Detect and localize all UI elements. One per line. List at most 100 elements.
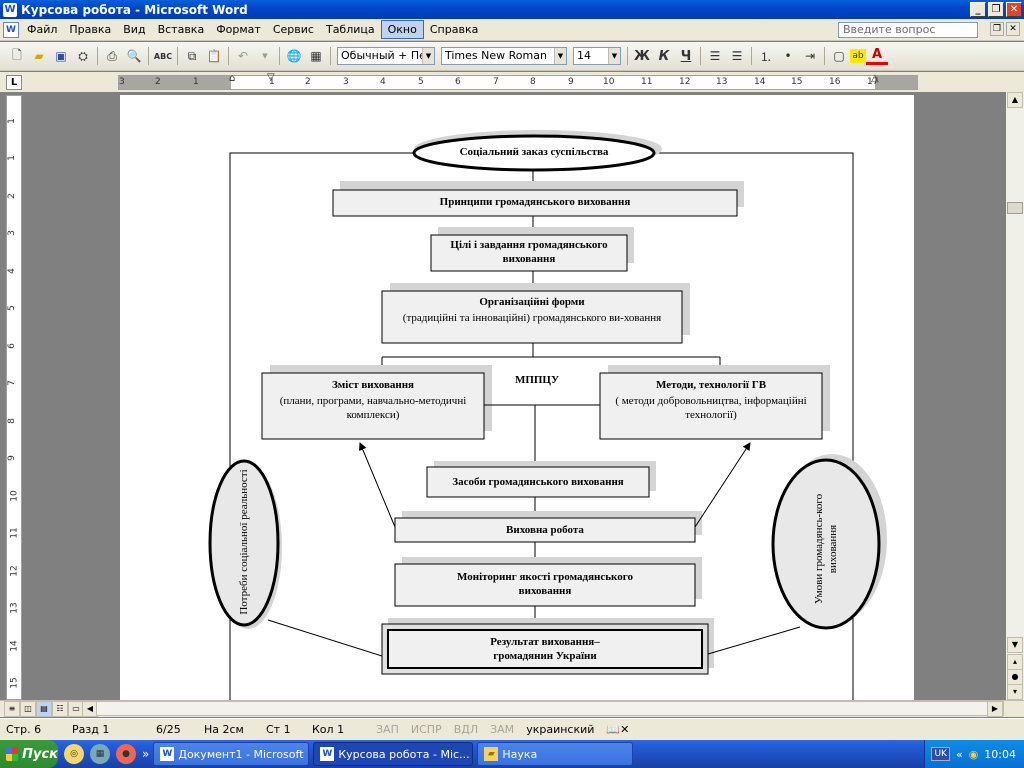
content-box[interactable] [261,372,485,440]
font-select[interactable]: Times New Roman▼ [441,47,567,65]
hyperlink-icon[interactable]: 🌐 [286,49,302,63]
outline-view-icon[interactable]: ☷ [52,701,68,717]
permission-icon[interactable]: ⛭ [78,48,88,63]
quicklaunch-icon[interactable]: ◎ [64,744,84,764]
start-button[interactable]: Пуск [0,740,58,768]
menu-view[interactable]: Вид [123,23,146,36]
educational-work-box[interactable] [394,517,696,543]
toolbar-separator [700,47,701,65]
menu-help[interactable]: Справка [429,23,479,36]
menu-edit[interactable]: Правка [69,23,112,36]
social-order-ellipse[interactable] [412,134,656,172]
document-icon[interactable]: W [3,21,19,38]
next-page-icon[interactable]: ▾ [1007,684,1023,700]
horizontal-ruler[interactable]: 3 2 1 1 2 3 4 5 6 7 8 9 10 11 12 13 14 1… [118,72,918,90]
status-section: Разд 1 [72,723,110,736]
menu-insert[interactable]: Вставка [157,23,205,36]
style-select[interactable]: Обычный + Пер▼ [337,47,435,65]
scroll-right-icon[interactable]: ▶ [987,701,1003,717]
word-app-icon[interactable]: W [3,2,17,17]
right-indent-icon[interactable]: △ [871,73,879,84]
normal-view-icon[interactable]: ≡ [4,701,20,717]
vertical-ruler[interactable]: 1 1 2 3 4 5 6 7 8 9 10 11 12 13 14 15 [6,95,22,700]
media-icon[interactable]: ● [116,744,136,764]
goals-box[interactable] [430,234,628,272]
underline-button[interactable]: Ч [680,48,692,64]
prev-page-icon[interactable]: ▴ [1007,654,1023,670]
restore-button[interactable]: ❐ [988,2,1004,17]
bullets-icon[interactable]: • [784,49,792,63]
toolbar-separator [279,47,280,65]
print-preview-icon[interactable]: 🔍 [126,49,142,63]
horizontal-scrollbar[interactable]: ▶ [96,701,1004,717]
undo-dropdown-icon[interactable]: ▼ [262,52,268,60]
principles-box[interactable] [332,189,738,217]
ask-question-input[interactable]: Введите вопрос [838,22,978,38]
needs-ellipse[interactable] [208,459,280,627]
status-trk[interactable]: ИСПР [410,723,442,736]
select-browse-object-icon[interactable]: ● [1007,669,1023,685]
toolbar-separator [177,47,178,65]
means-box[interactable] [426,466,650,498]
means-label: Засоби громадянського виховання [452,476,624,488]
close-button[interactable]: ✕ [1006,2,1022,17]
bold-button[interactable]: Ж [634,48,650,64]
taskbar-window-nauka[interactable]: ▰Наука [477,742,634,766]
numbering-icon[interactable]: ⒈ [759,49,772,64]
monitoring-box[interactable] [394,563,696,607]
status-rec[interactable]: ЗАП [376,723,399,736]
open-folder-icon[interactable]: ▰ [34,49,44,63]
document-page[interactable]: Соціальний заказ суспільства Принципи гр… [120,95,914,700]
scrollbar-thumb[interactable] [1007,202,1023,214]
new-document-icon[interactable]: 🗋 [12,47,22,62]
scroll-down-icon[interactable]: ▼ [1007,637,1023,653]
status-lang[interactable]: украинский [526,723,595,736]
indent-icon[interactable]: ⇥ [804,49,816,63]
italic-button[interactable]: К [658,48,670,64]
doc-restore-button[interactable]: ❐ [990,22,1004,36]
menu-table[interactable]: Таблица [325,23,375,36]
more-chevron-icon[interactable]: » [142,747,150,761]
conditions-ellipse[interactable] [771,458,881,630]
status-ovr[interactable]: ЗАМ [490,723,515,736]
scroll-up-icon[interactable]: ▲ [1007,92,1023,108]
word-icon: W [160,747,175,761]
save-icon[interactable]: ▣ [55,49,67,63]
borders-icon[interactable]: ▢ [833,49,845,63]
font-color-button[interactable]: A [866,47,888,65]
language-indicator[interactable]: UK [931,747,950,761]
menu-format[interactable]: Формат [216,23,261,36]
status-ext[interactable]: ВДЛ [453,723,479,736]
spelling-icon[interactable]: ABC [153,51,173,61]
paste-icon[interactable]: 📋 [206,49,222,63]
chevron-down-icon: ▼ [422,48,434,64]
title-bar: W Курсова робота - Microsoft Word _ ❐ ✕ [0,0,1024,19]
highlight-icon[interactable]: ab [850,49,866,63]
web-view-icon[interactable]: ◫ [20,701,36,717]
tray-app-icon[interactable]: ◉ [968,747,979,761]
vertical-scrollbar[interactable]: ▲ ▼ ▴ ● ▾ [1006,92,1024,700]
print-view-icon[interactable]: ▤ [36,701,52,717]
table-icon[interactable]: ▦ [310,49,322,63]
desktop-icon[interactable]: ▦ [90,744,110,764]
menu-window[interactable]: Окно [380,20,424,39]
org-forms-box[interactable] [381,290,683,344]
align-center-icon[interactable]: ☰ [731,49,743,63]
menu-file[interactable]: Файл [27,23,58,36]
font-size-select[interactable]: 14▼ [573,47,621,65]
tray-expand-icon[interactable]: « [955,747,963,761]
indent-marker-icon[interactable]: ⌂ [229,73,236,84]
spelling-status-icon[interactable]: 📖✕ [606,723,630,736]
tab-selector[interactable]: L [6,75,22,90]
align-left-icon[interactable]: ☰ [709,49,721,63]
doc-close-button[interactable]: ✕ [1006,22,1020,36]
print-icon[interactable]: ⎙ [107,48,117,63]
minimize-button[interactable]: _ [970,2,986,17]
methods-box[interactable] [599,372,823,440]
copy-icon[interactable]: ⧉ [187,48,197,63]
first-line-indent-icon[interactable]: ▽ [267,72,275,83]
menu-tools[interactable]: Сервис [272,23,314,36]
undo-icon[interactable]: ↶ [237,49,249,63]
